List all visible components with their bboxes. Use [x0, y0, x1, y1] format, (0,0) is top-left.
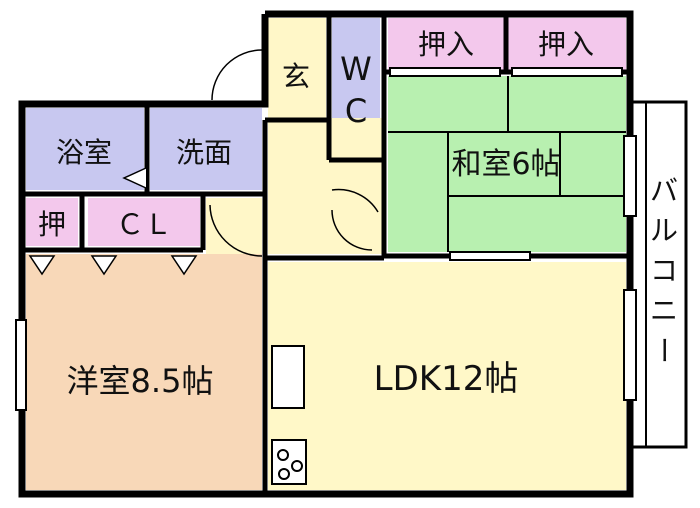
wc-label-bottom: C	[345, 92, 367, 130]
balcony-char: ル	[650, 214, 678, 247]
door-swings	[209, 49, 379, 257]
ldk-area	[268, 262, 626, 490]
oshiire-top-right	[508, 18, 626, 70]
yoshitsu-label: 洋室8.5帖	[67, 362, 214, 400]
bath-door-marker	[122, 167, 147, 189]
interior-walls	[22, 14, 630, 494]
oshiire-top-left-label: 押入	[418, 28, 474, 61]
walls	[18, 10, 634, 498]
genkan-area	[268, 18, 326, 118]
closet-label: ＣＬ	[116, 208, 172, 241]
windows	[15, 67, 637, 411]
closet-triangles	[28, 255, 198, 276]
oshi-area	[26, 198, 78, 246]
yokushitsu-label: 浴室	[56, 136, 112, 169]
senmen-label: 洗面	[176, 136, 232, 169]
washitsu-label: 和室6帖	[451, 147, 560, 182]
yokushitsu-area	[26, 108, 144, 190]
oshiire-top-left	[388, 18, 504, 70]
genkan-label: 玄	[282, 60, 310, 93]
senmen-area	[150, 108, 262, 190]
closet-area	[88, 198, 200, 246]
wc-label-top: W	[340, 50, 372, 88]
balcony-char: バ	[650, 174, 678, 207]
stove-burners	[277, 449, 303, 480]
ldk-label: LDK12帖	[374, 359, 519, 399]
kitchen-sink	[271, 345, 305, 409]
balcony-char: ニ	[650, 294, 678, 327]
balcony-label: バ ル コ ニ ー	[647, 174, 680, 364]
balcony-char: コ	[650, 254, 678, 287]
balcony-char: ー	[647, 336, 680, 364]
yoshitsu-area	[26, 254, 262, 490]
oshiire-top-right-label: 押入	[538, 28, 594, 61]
oshi-label: 押	[38, 208, 66, 241]
tatami-lines	[388, 76, 626, 252]
